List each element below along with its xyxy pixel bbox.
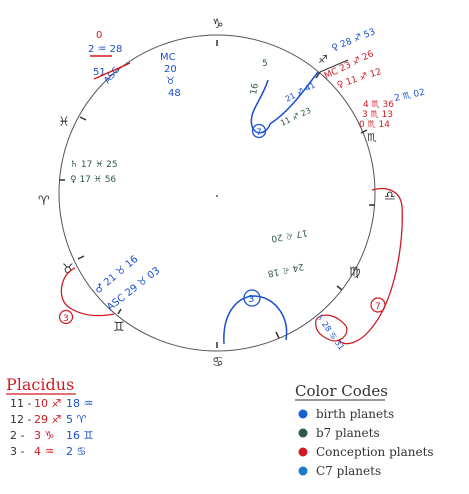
sag-degree-blue: 21 ♐ 41 [284,81,317,104]
placidus-row: 2 - 3 ♑ 16 ♊ [10,429,93,442]
cluster-zero: 0 [96,30,102,41]
leo-green-line2: 24 ♌ 18 [266,261,304,278]
cancer-glyph: ♋ [212,355,224,370]
placidus-birth-cusp: 18 ♒ [66,397,93,410]
legend-color-dot [298,428,308,438]
conception-leader-line [319,59,349,73]
legend-label: birth planets [316,407,394,421]
mc-label: MC [160,52,176,63]
right-circle [370,297,386,313]
cluster-line3: 51 [93,67,106,78]
taurus-glyph: ♉ [62,262,74,277]
chart-center-dot [216,195,218,197]
mc-degree: 20 [164,64,177,75]
leo-green-line1: 17 ♌ 20 [270,227,308,243]
conception-line6: 0 ♏ 14 [359,120,390,130]
chart-wheel-circle [58,34,376,352]
legend-label: Conception planets [316,445,434,459]
right-circled-number: 7 [375,302,381,312]
legend-label: b7 planets [316,426,380,440]
placidus-row: 12 -29 ♐ 5 ♈ [10,413,86,426]
pisces-green-line2: ♀ 17 ♓ 56 [70,175,116,185]
placidus-row: 11 -10 ♐ 18 ♒ [10,397,93,410]
placidus-title: Placidus [6,375,74,394]
sag-degree-green: 11 ♐ 23 [279,106,312,128]
legend-label: C7 planets [316,464,381,478]
bottom-circled-number: 3 [248,294,254,305]
aries-glyph: ♈ [38,194,50,209]
placidus-row: 3 - 4 ♒ 2 ♋ [10,445,86,458]
placidus-house-number: 3 - [10,445,24,458]
sag-blue-loop [250,79,271,134]
placidus-birth-cusp: 5 ♈ [66,413,86,426]
scorpio-glyph: ♏ [367,131,377,144]
mc-minutes: 48 [168,88,181,99]
legend-color-dot [298,409,308,419]
house-cusp-ticks [59,40,375,348]
sag-upper-number: 5 [262,59,268,69]
sag-circle [251,123,267,139]
cluster-line2: 2 ♒ 28 [88,44,122,55]
capricorn-glyph: ♑ [212,17,224,32]
left-red-loop [60,267,115,317]
libra-glyph: ♎ [384,189,396,204]
placidus-house-number: 2 - [10,429,24,442]
legend-color-dot [298,447,308,457]
sagittarius-glyph: ♐ [318,53,328,66]
left-circle [58,309,74,325]
color-codes-title: Color Codes [295,382,388,400]
sag-circled-number: 7 [256,128,262,138]
placidus-conception-cusp: 29 ♐ [34,413,61,426]
pisces-glyph: ♓ [58,115,70,130]
right-red-loop [337,187,403,345]
gemini-glyph: ♊ [113,320,125,335]
bottom-blue-arch [223,295,288,345]
conception-line4: 4 ♏ 36 [363,100,394,110]
placidus-birth-cusp: 2 ♋ [66,445,86,458]
cancer-red-loop [315,314,348,342]
mc-sign: ♉ [166,76,175,87]
sag-lower-number: 16 [249,82,261,95]
pisces-green-line1: ♄ 17 ♓ 25 [70,160,118,170]
placidus-birth-cusp: 16 ♊ [66,429,93,442]
legend-color-dot [298,466,308,476]
sag-blue-line [269,71,319,125]
placidus-house-number: 12 - [10,413,31,426]
placidus-conception-cusp: 4 ♒ [34,445,54,458]
placidus-table: 11 -10 ♐ 18 ♒ 12 -29 ♐ 5 ♈ 2 - 3 ♑ 16 ♊ 3 - 4 ♒ 2… [10,397,93,458]
bottom-circle [243,289,261,307]
placidus-conception-cusp: 10 ♐ [34,397,61,410]
conception-line7: 2 ♏ 02 [394,88,426,104]
virgo-glyph: ♍ [349,265,361,280]
placidus-house-number: 11 - [10,397,31,410]
cluster-strike [93,62,131,80]
placidus-conception-cusp: 3 ♑ [34,429,54,442]
left-circled-number: 3 [63,314,69,324]
conception-line5: 3 ♏ 13 [362,110,393,120]
